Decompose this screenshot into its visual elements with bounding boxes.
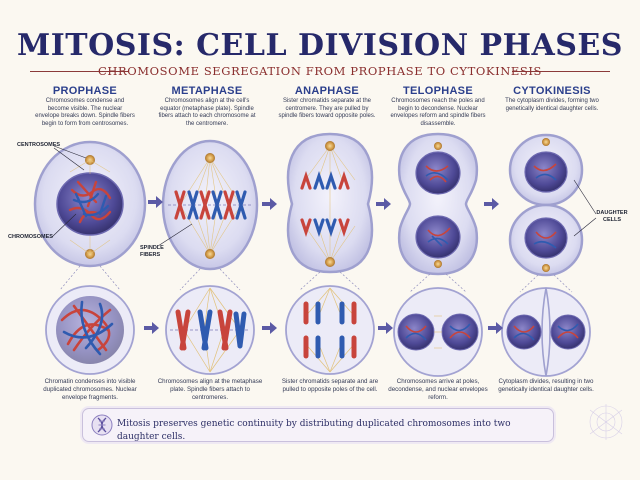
top-arrows bbox=[148, 196, 499, 210]
arrow-icon bbox=[262, 198, 277, 210]
caption-prophase: Chromatin condenses into visible duplica… bbox=[43, 378, 137, 401]
zoom-connectors bbox=[59, 265, 573, 293]
phase-title-anaphase: ANAPHASE bbox=[294, 85, 360, 97]
arrow-icon bbox=[262, 322, 277, 334]
caption-anaphase: Sister chromatids separate and are pulle… bbox=[281, 378, 379, 393]
metaphase-cell bbox=[161, 139, 259, 271]
prophase-cell bbox=[33, 140, 147, 268]
label-centrosomes: CENTROSOMES bbox=[17, 142, 61, 148]
label-leaders bbox=[51, 145, 597, 247]
arrow-icon bbox=[376, 198, 391, 210]
caption-telophase: Chromosomes arrive at poles, decondense,… bbox=[388, 378, 488, 401]
phase-title-prophase: PROPHASE bbox=[52, 85, 118, 97]
arrow-icon bbox=[488, 322, 503, 334]
phase-desc-anaphase: Sister chromatids separate at the centro… bbox=[278, 98, 376, 120]
footer-banner: Mitosis preserves genetic continuity by … bbox=[82, 408, 554, 442]
page-title: MITOSIS: CELL DIVISION PHASES bbox=[17, 28, 623, 63]
arrow-icon bbox=[148, 196, 163, 208]
phase-title-metaphase: METAPHASE bbox=[171, 85, 243, 97]
footer-text: Mitosis preserves genetic continuity by … bbox=[117, 419, 511, 442]
subtitle-rule-right bbox=[512, 71, 610, 72]
phase-desc-prophase: Chromosomes condense and become visible.… bbox=[35, 98, 135, 127]
arrow-icon bbox=[484, 198, 499, 210]
anaphase-detail bbox=[285, 285, 375, 375]
metaphase-detail bbox=[165, 285, 255, 375]
phase-desc-telophase: Chromosomes reach the poles and begin to… bbox=[390, 98, 486, 127]
phase-desc-metaphase: Chromosomes align at the cell's equator … bbox=[158, 98, 256, 127]
cytokinesis-detail bbox=[501, 287, 591, 377]
telophase-detail bbox=[393, 287, 483, 377]
caption-metaphase: Chromosomes align at the metaphase plate… bbox=[157, 378, 263, 401]
prophase-detail bbox=[45, 285, 135, 375]
anaphase-cell bbox=[286, 132, 374, 274]
label-spindle-fibers: SPINDLE FIBERS bbox=[140, 245, 164, 258]
phase-desc-cytokinesis: The cytoplasm divides, forming two genet… bbox=[505, 98, 599, 112]
dna-icon bbox=[91, 414, 113, 436]
arrow-icon bbox=[378, 322, 393, 334]
subtitle-rule-left bbox=[30, 71, 128, 72]
page-subtitle: CHROMOSOME SEGREGATION FROM PROPHASE TO … bbox=[97, 64, 543, 78]
phase-title-telophase: TELOPHASE bbox=[403, 85, 473, 97]
arrow-icon bbox=[144, 322, 159, 334]
phase-title-cytokinesis: CYTOKINESIS bbox=[513, 85, 591, 97]
bottom-arrows bbox=[144, 322, 503, 334]
label-daughter-cells: DAUGHTER CELLS bbox=[596, 210, 628, 223]
cytokinesis-cells bbox=[508, 133, 584, 277]
subtitle-block: CHROMOSOME SEGREGATION FROM PROPHASE TO … bbox=[30, 64, 610, 78]
caption-cytokinesis: Cytoplasm divides, resulting in two gene… bbox=[498, 378, 594, 393]
corner-decoration-icon bbox=[589, 404, 623, 440]
telophase-cell bbox=[397, 132, 479, 276]
label-chromosomes: CHROMOSOMES bbox=[8, 234, 53, 240]
